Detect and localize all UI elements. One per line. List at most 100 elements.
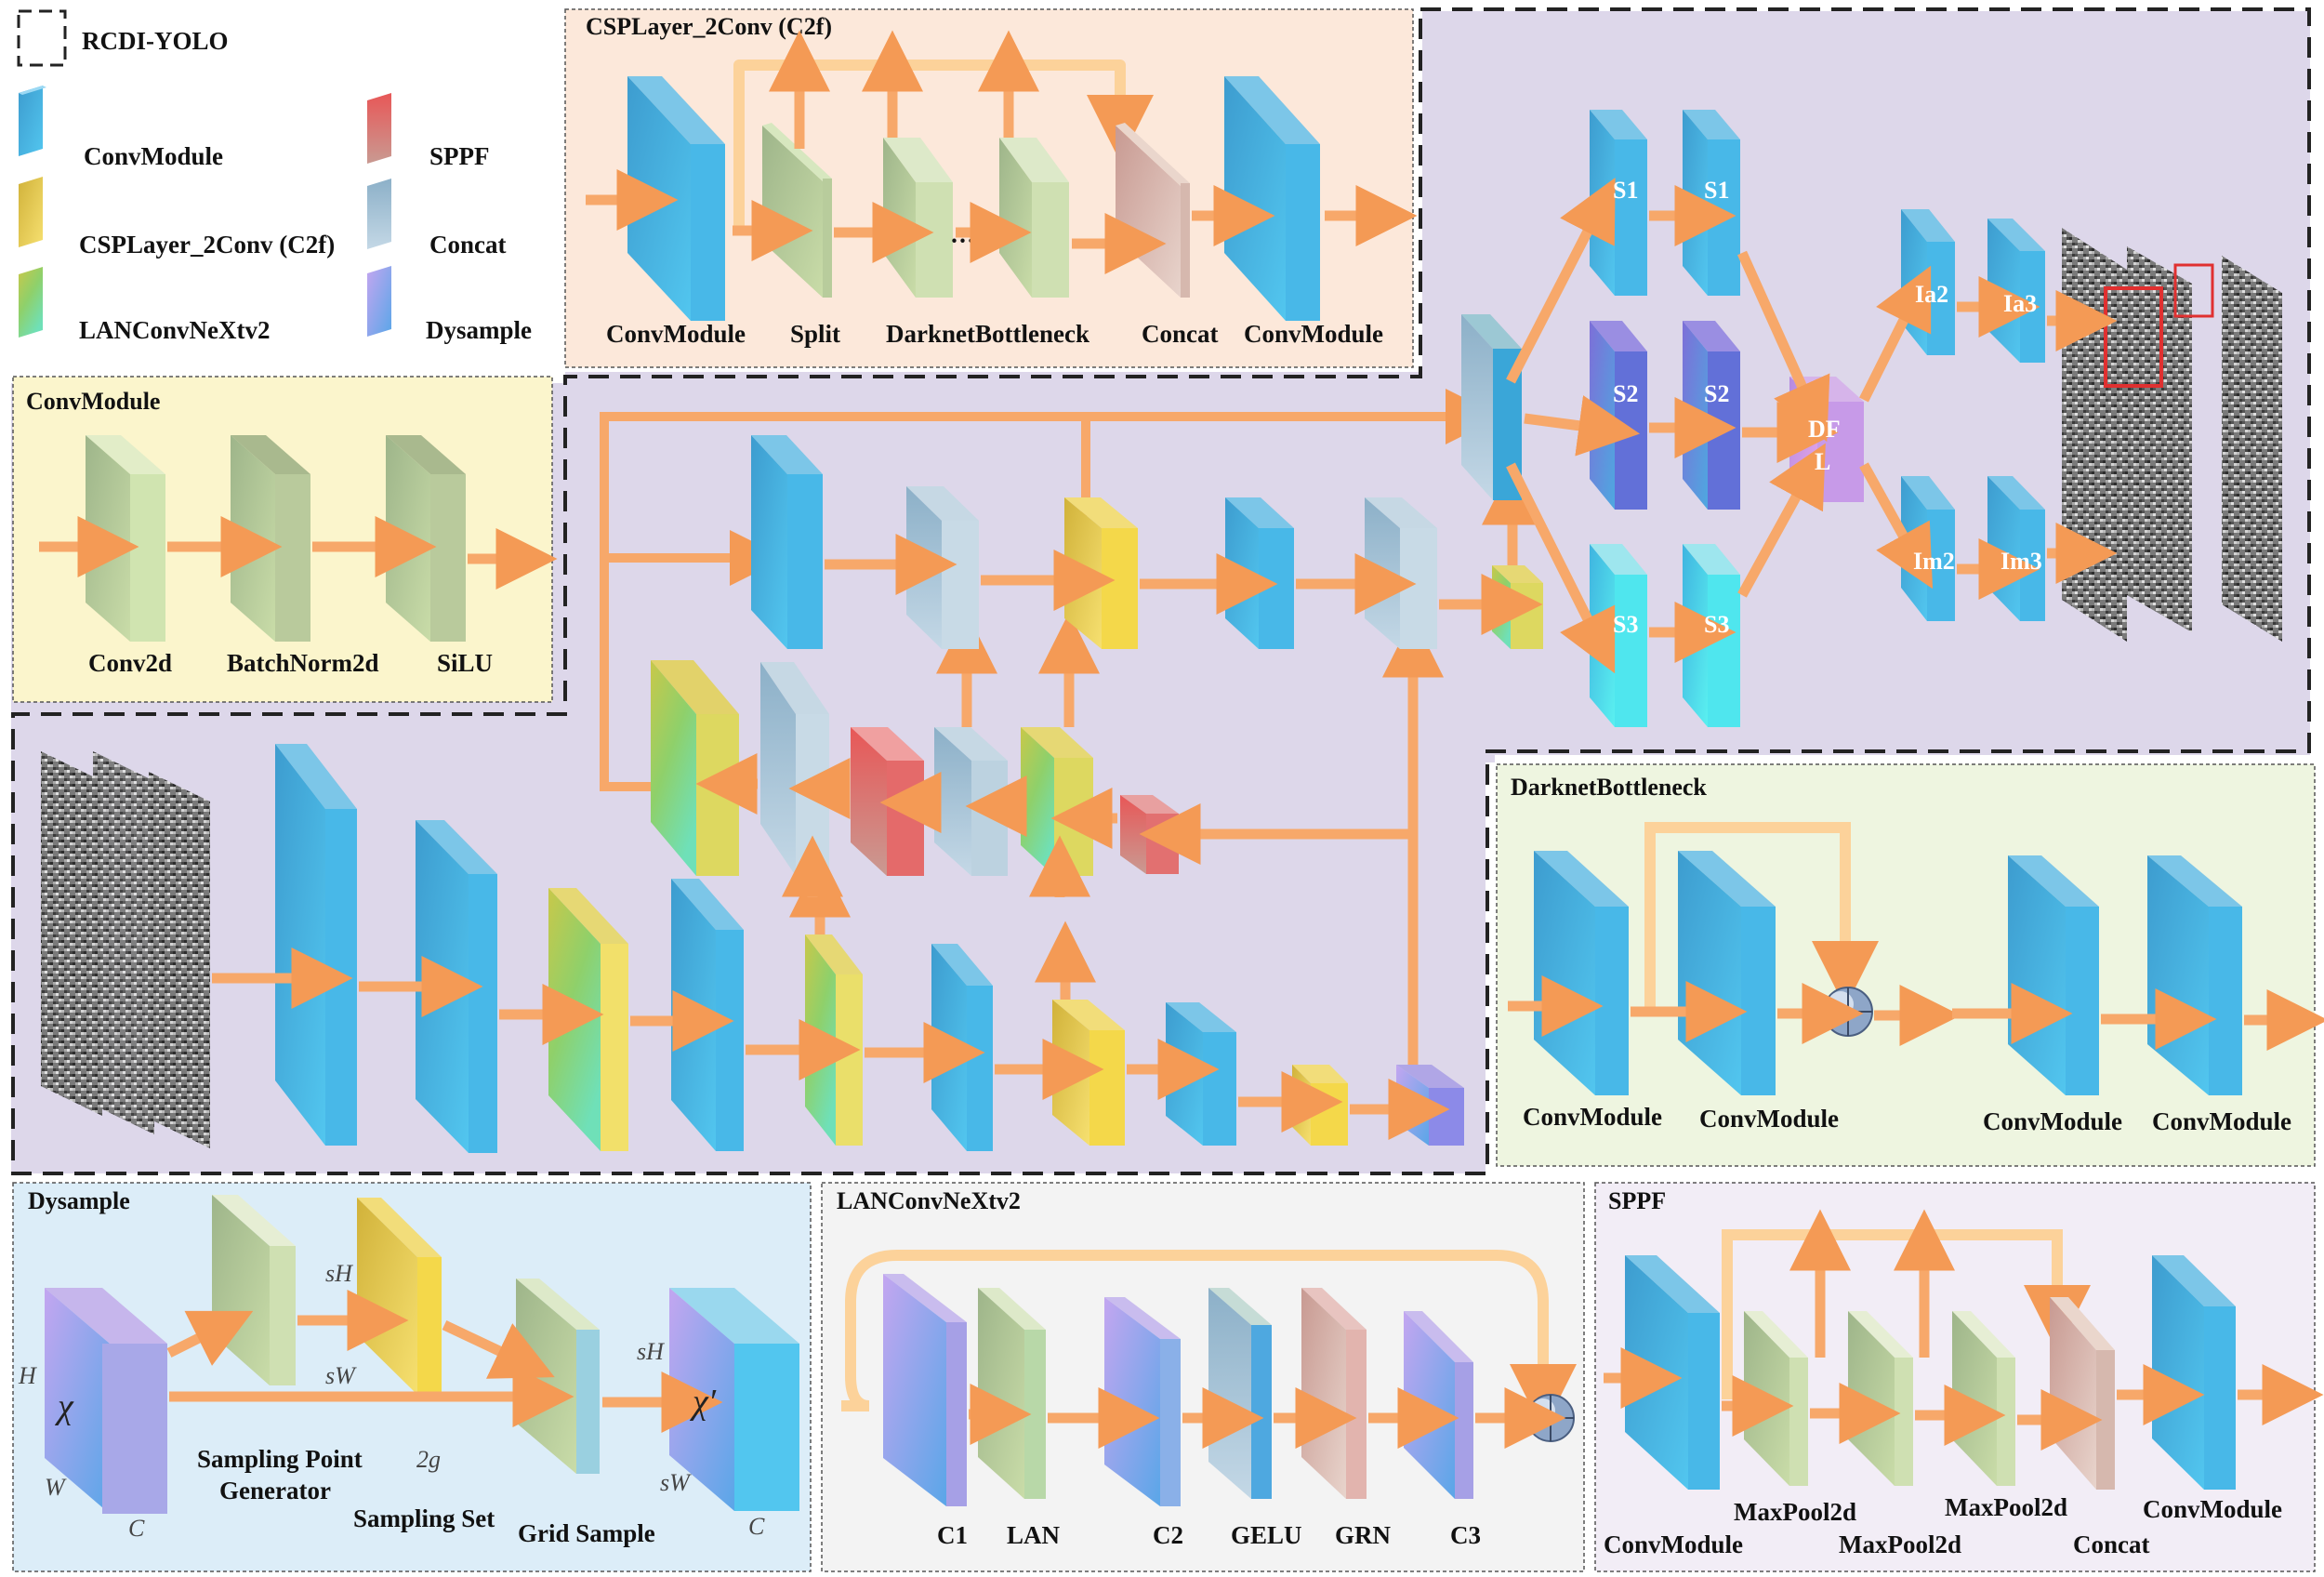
- dysample-sW-2: sW: [660, 1469, 692, 1496]
- dysample-panel-title: Dysample: [28, 1187, 130, 1214]
- darknet-label-0: ConvModule: [1523, 1103, 1662, 1131]
- dysample-sW-1: sW: [325, 1362, 357, 1389]
- batchnorm-label: BatchNorm2d: [227, 649, 379, 677]
- convmodule-panel-title: ConvModule: [26, 388, 160, 415]
- convmodule-panel-content: ConvModule Conv2d BatchNorm2d SiLU: [26, 388, 558, 677]
- darknet-panel-content: DarknetBottleneck: [1508, 774, 2324, 1135]
- head-label-im3: Im3: [2000, 548, 2042, 575]
- backbone-c2f-2: [1292, 1065, 1348, 1146]
- head-s1-a: [1590, 110, 1647, 296]
- legend-rcdi-swatch: [17, 9, 67, 67]
- c2f-convmodule-out: [1224, 76, 1320, 321]
- dysample-label-1: Generator: [219, 1477, 331, 1504]
- c2f-label-2: DarknetBottleneck: [886, 320, 1089, 348]
- darknet-add-icon: [1823, 987, 1873, 1037]
- backbone-conv-5: [1166, 1002, 1236, 1146]
- lanconv-panel-content: LANConvNeXtv2: [837, 1187, 1577, 1549]
- neck-concat-c: [906, 486, 979, 649]
- dysample-H: H: [18, 1362, 37, 1389]
- head-s2-b: [1683, 321, 1740, 510]
- legend-conv-swatch: [19, 86, 46, 156]
- legend-concat-swatch: [367, 179, 391, 249]
- head: S1 S1 S2 S2 S3 S3 DF L Ia2 Ia3 Im2 Im3: [1461, 110, 2282, 727]
- neck: [600, 389, 1543, 1065]
- head-label-s3a: S3: [1613, 611, 1638, 638]
- input-images: [41, 751, 210, 1148]
- legend-dysample-swatch: [367, 266, 391, 337]
- silu-label: SiLU: [437, 649, 493, 677]
- sppf-label-1: MaxPool2d: [1734, 1498, 1856, 1526]
- neck-concat-d: [1365, 497, 1437, 649]
- head-s2-a: [1590, 321, 1647, 510]
- sppf-label-5: ConvModule: [2143, 1495, 2282, 1523]
- lan-label-0: C1: [937, 1521, 968, 1549]
- legend-rcdi-label: RCDI-YOLO: [82, 27, 229, 55]
- lan-c1: [883, 1274, 967, 1506]
- backbone-conv-4: [931, 944, 993, 1151]
- head-s3-a: [1590, 544, 1647, 727]
- lan-label-4: GRN: [1335, 1521, 1392, 1549]
- conv2d-label: Conv2d: [88, 649, 172, 677]
- lan-label-2: C2: [1153, 1521, 1183, 1549]
- sppf-label-3: MaxPool2d: [1945, 1493, 2067, 1521]
- dysample-C-2: C: [748, 1513, 765, 1540]
- dysample-input-tensor: [45, 1288, 167, 1514]
- legend: RCDI-YOLO ConvModule CSPLayer_2Conv (C2f…: [17, 9, 532, 344]
- sppf-panel-content: SPPF: [1604, 1187, 2324, 1558]
- head-label-s1a: S1: [1613, 177, 1638, 204]
- dysample-sH-2: sH: [637, 1338, 665, 1365]
- dysample-panel-content: Dysample: [18, 1187, 799, 1547]
- legend-sppf-label: SPPF: [429, 142, 490, 170]
- head-label-s3b: S3: [1704, 611, 1729, 638]
- c2f-label-1: Split: [790, 320, 840, 348]
- legend-lan-swatch: [19, 267, 43, 338]
- backbone-conv-3: [671, 879, 744, 1151]
- lan-add-icon: [1526, 1394, 1575, 1442]
- head-label-s2a: S2: [1613, 380, 1638, 407]
- darknet-label-2: ConvModule: [1983, 1107, 2122, 1135]
- lan-gelu: [1208, 1288, 1272, 1499]
- legend-dysample-label: Dysample: [426, 316, 532, 344]
- legend-c2f-label: CSPLayer_2Conv (C2f): [79, 231, 335, 258]
- dysample-label-0: Sampling Point: [197, 1445, 363, 1473]
- head-label-im2: Im2: [1913, 548, 1955, 575]
- lan-label-3: GELU: [1231, 1521, 1302, 1549]
- neck-c2f-a: [1064, 497, 1138, 649]
- neck-lan-small: [1492, 565, 1543, 649]
- lan-c2: [1104, 1297, 1181, 1506]
- dysample-2g: 2g: [416, 1446, 441, 1473]
- head-label-ia2: Ia2: [1915, 281, 1948, 308]
- lan-label-5: C3: [1450, 1521, 1481, 1549]
- c2f-label-0: ConvModule: [606, 320, 746, 348]
- backbone-conv-1: [275, 744, 357, 1146]
- dysample-sH: sH: [325, 1260, 353, 1287]
- darknet-label-1: ConvModule: [1699, 1105, 1839, 1133]
- batchnorm-block: [231, 435, 310, 642]
- legend-concat-label: Concat: [429, 231, 507, 258]
- conv2d-block: [86, 435, 165, 642]
- head-label-s2b: S2: [1704, 380, 1729, 407]
- lan-label-1: LAN: [1007, 1521, 1061, 1549]
- sppf-panel-title: SPPF: [1608, 1187, 1666, 1214]
- c2f-convmodule-in: [627, 76, 725, 321]
- backbone-c2f-1: [1052, 1000, 1125, 1146]
- c2f-label-4: ConvModule: [1244, 320, 1383, 348]
- head-concat: [1461, 314, 1522, 500]
- dysample-chi-prime: χ′: [689, 1383, 717, 1422]
- darknet-label-3: ConvModule: [2152, 1107, 2291, 1135]
- darknet-panel-title: DarknetBottleneck: [1511, 774, 1707, 801]
- sppf-conv-in: [1625, 1255, 1720, 1490]
- head-label-dfl-1: DF: [1808, 416, 1841, 443]
- dysample-chi: χ: [54, 1387, 74, 1426]
- backbone-lan-2: [805, 934, 863, 1146]
- c2f-panel-content: CSPLayer_2Conv (C2f) ···: [586, 13, 1418, 348]
- output-images: [2062, 228, 2282, 642]
- legend-convmodule-label: ConvModule: [84, 142, 223, 170]
- neck-conv-a: [751, 435, 823, 649]
- neck-lan-a: [1021, 727, 1093, 876]
- neck-conv-b: [1225, 497, 1294, 649]
- head-label-s1b: S1: [1704, 177, 1729, 204]
- backbone: [41, 744, 1464, 1153]
- legend-sppf-swatch: [367, 93, 391, 164]
